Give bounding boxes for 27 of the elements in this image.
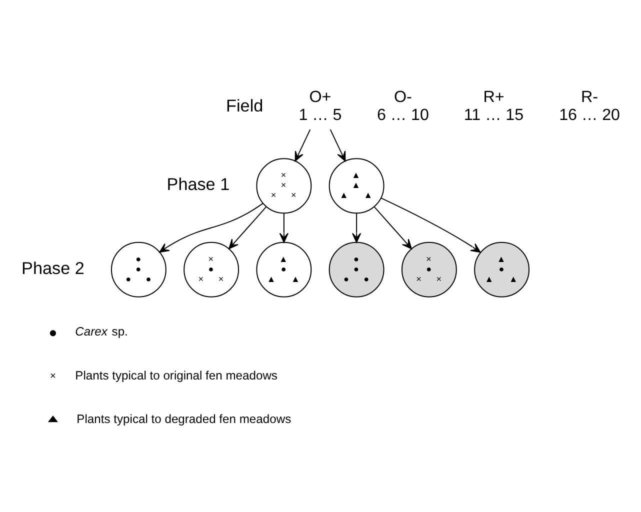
node-circle: × ● × ×	[184, 242, 240, 298]
arrow	[279, 213, 289, 243]
node-circle: ▲ ● ▲ ▲	[256, 242, 312, 298]
node-circle: × × × ×	[256, 158, 312, 214]
arrow	[352, 213, 362, 243]
node-circle: ● ● ● ●	[110, 242, 166, 298]
label: Phase 1	[166, 174, 230, 194]
arrow	[159, 202, 264, 253]
arrow	[381, 198, 481, 253]
node-circle: × ● × ×	[401, 242, 457, 298]
arrow	[330, 129, 346, 162]
label: Phase 2	[22, 258, 84, 278]
node-circle: ● ● ● ●	[328, 242, 384, 298]
label: ×	[50, 371, 56, 382]
arrow	[374, 206, 412, 250]
node-text: O+ 1 … 5	[298, 88, 342, 124]
node-text: R+ 11 … 15	[464, 88, 524, 124]
label: Field	[226, 95, 264, 116]
legend-label: Plants typical to original fen meadows	[75, 368, 278, 383]
legend-label: Plants typical to degraded fen meadows	[76, 412, 292, 426]
node-text: O- 6 … 10	[376, 88, 429, 124]
legend-label: Carex sp.	[75, 324, 128, 338]
node-circle: ▲ ▲ ▲ ▲	[328, 158, 384, 214]
node-circle: ▲ ● ▲ ▲	[474, 242, 530, 298]
node-text: R- 16 … 20	[559, 88, 620, 124]
arrow	[294, 129, 311, 162]
arrow	[228, 206, 266, 250]
